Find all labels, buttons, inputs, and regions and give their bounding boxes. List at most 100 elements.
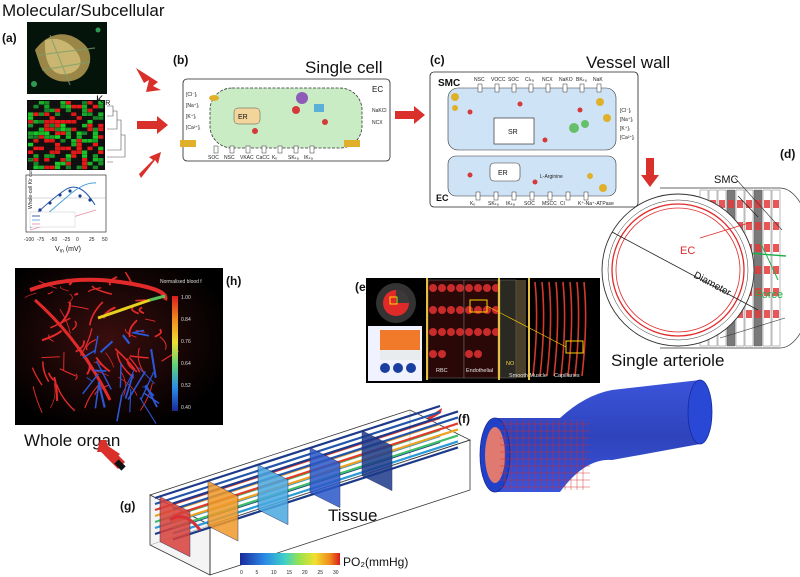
rbc-label: RBC bbox=[436, 368, 448, 374]
flow-colorbar-ticks: 1.000.840.760.640.520.40 bbox=[181, 295, 191, 411]
flow-colorbar-tick: 0.40 bbox=[181, 405, 191, 411]
tissue-po2-render bbox=[148, 404, 472, 576]
iv-plot: Whole-cell Kir current I -100-75 -50 -25 0 2… bbox=[24, 158, 108, 254]
channel-label: BKₖₐ bbox=[576, 77, 587, 83]
ion-label: [K⁺]ᵢ bbox=[186, 114, 196, 120]
channel-label: MSCC bbox=[542, 201, 557, 207]
gene-expression-heatmap bbox=[27, 100, 105, 170]
sr-label: SR bbox=[508, 129, 518, 136]
po2-colorbar-tick: 5 bbox=[256, 570, 259, 576]
smc-label-c: SMC bbox=[438, 78, 460, 89]
ion-label: [Cl⁻]ᵢ bbox=[186, 92, 197, 98]
arteriole-schematic: SMC EC Diameter Force bbox=[601, 174, 800, 349]
whole-organ-render: Normalised blood f 1.000.840.760.640.520… bbox=[15, 268, 223, 425]
panel-label-a: (a) bbox=[2, 31, 17, 45]
channel-label: NCX bbox=[542, 77, 553, 83]
arrows-a-to-b bbox=[136, 68, 168, 178]
ncx-label: NCX bbox=[372, 120, 383, 126]
channel-label: VOCC bbox=[491, 77, 506, 83]
channel-label: CaCC bbox=[256, 155, 270, 161]
force-label: Force bbox=[755, 289, 783, 301]
arrow-g-to-h bbox=[97, 440, 126, 471]
ion-label: [Na⁺]ᵢ bbox=[186, 103, 199, 109]
iv-xtick: -50 bbox=[50, 237, 57, 243]
ion-label: [Ca²⁺]ᵢ bbox=[620, 135, 634, 141]
iv-xlabel: Vm(mV) bbox=[55, 246, 81, 255]
flow-colorbar-tick: 0.84 bbox=[181, 317, 191, 323]
iv-xtick: -75 bbox=[37, 237, 44, 243]
iv-xtick: 0 bbox=[76, 237, 79, 243]
nakcl-label: NaKCl bbox=[372, 108, 386, 114]
er-label-b: ER bbox=[238, 114, 248, 121]
po2-colorbar-tick: 20 bbox=[302, 570, 308, 576]
po2-colorbar-tick: 15 bbox=[287, 570, 293, 576]
iv-xtick: -100 bbox=[24, 237, 34, 243]
po2-unit-label: PO₂(mmHg) bbox=[343, 555, 408, 569]
flow-colorbar-tick: 0.52 bbox=[181, 383, 191, 389]
channel-label: NSC bbox=[224, 155, 235, 161]
panel-label-c: (c) bbox=[430, 53, 445, 67]
ion-label: [Na⁺]ᵢ bbox=[620, 117, 633, 123]
channel-label: Kᵢᵣ bbox=[272, 155, 278, 161]
no-label: NO bbox=[506, 361, 515, 367]
arrow-b-to-c bbox=[395, 106, 425, 124]
iv-xtick: 50 bbox=[102, 237, 108, 243]
flow-colorbar bbox=[172, 296, 178, 411]
arrow-c-to-d bbox=[641, 158, 659, 187]
diameter-line bbox=[611, 231, 759, 311]
panel-label-d: (d) bbox=[780, 147, 795, 161]
ion-labels-c: [Cl⁻]ᵢ [Na⁺]ᵢ [K⁺]ᵢ [Ca²⁺]ᵢ bbox=[620, 108, 634, 141]
panel-label-g: (g) bbox=[120, 499, 135, 513]
arginine-label: L-Arginine bbox=[540, 174, 563, 180]
heading-tissue: Tissue bbox=[328, 506, 377, 525]
channel-label: IKₖₐ bbox=[304, 155, 313, 161]
flow-colorbar-tick: 1.00 bbox=[181, 295, 191, 301]
iv-xticks: -100-75 -50 -25 0 25 50 bbox=[24, 237, 108, 243]
arteriole-mesh-render bbox=[479, 379, 713, 493]
channel-label: VKAC bbox=[240, 155, 254, 161]
iv-xtick: -25 bbox=[63, 237, 70, 243]
channel-label: SKₖₐ bbox=[288, 155, 299, 161]
endothelial-label: Endothelial bbox=[466, 368, 493, 374]
po2-colorbar-tick: 0 bbox=[240, 570, 243, 576]
ec-label-c: EC bbox=[436, 193, 449, 203]
po2-colorbar-tick: 30 bbox=[333, 570, 339, 576]
po2-colorbar-ticks: 0 5 10 15 20 25 30 bbox=[240, 570, 339, 576]
panel-label-h: (h) bbox=[226, 274, 241, 288]
smc-label-d: SMC bbox=[714, 174, 739, 186]
po2-colorbar-tick: 10 bbox=[271, 570, 277, 576]
ec-label-b: EC bbox=[372, 85, 383, 94]
channel-label: IKₖₐ bbox=[506, 201, 515, 207]
iv-ylabel: Whole-cell Kir current I bbox=[28, 158, 34, 209]
channel-label: Clₖₐ bbox=[525, 77, 534, 83]
flow-colorbar-title: Normalised blood f bbox=[160, 279, 202, 285]
capillary-network-image: RBC Endothelial NO Smooth Muscle Capilla… bbox=[366, 278, 600, 383]
heading-vessel-wall: Vessel wall bbox=[586, 53, 670, 72]
channel-label: NaKO bbox=[559, 77, 573, 83]
ion-label: [Cl⁻]ᵢ bbox=[620, 108, 631, 114]
heading-single-arteriole: Single arteriole bbox=[611, 351, 724, 370]
dendrogram bbox=[107, 105, 126, 163]
channel-label: NSC bbox=[474, 77, 485, 83]
ion-label: [K⁺]ᵢ bbox=[620, 126, 630, 132]
iv-xtick: 25 bbox=[89, 237, 95, 243]
channel-label: NaK bbox=[593, 77, 603, 83]
capillaries-label: Capillaries bbox=[554, 373, 580, 379]
smooth-muscle-label: Smooth Muscle bbox=[509, 373, 547, 379]
ion-label: [Ca²⁺]ᵢ bbox=[186, 125, 200, 131]
channel-label: K⁺-Na⁺-ATPase bbox=[578, 201, 614, 207]
panel-label-f: (f) bbox=[458, 412, 470, 426]
heading-whole-organ: Whole organ bbox=[24, 431, 120, 450]
er-label-c: ER bbox=[498, 170, 508, 177]
channel-label: Cl bbox=[560, 201, 565, 207]
flow-colorbar-tick: 0.76 bbox=[181, 339, 191, 345]
panel-label-b: (b) bbox=[173, 53, 188, 67]
ion-labels-b: [Cl⁻]ᵢ [Na⁺]ᵢ [K⁺]ᵢ [Ca²⁺]ᵢ bbox=[186, 92, 200, 131]
po2-colorbar-tick: 25 bbox=[318, 570, 324, 576]
